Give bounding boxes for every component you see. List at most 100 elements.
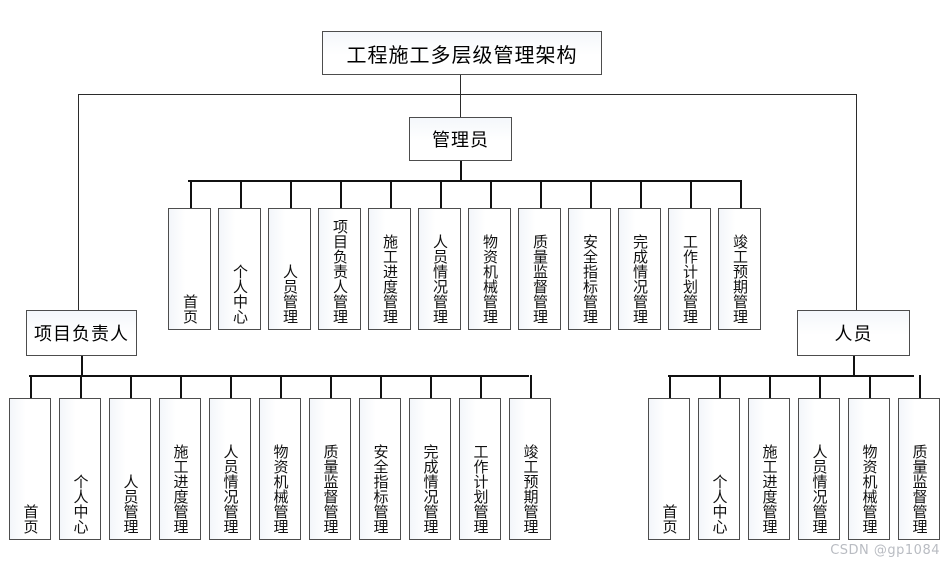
leader-child-node[interactable]: 工作计划管理 [459,398,501,540]
leader-child-node-label: 个人中心 [71,474,90,534]
leader-child-node-inner: 物资机械管理 [260,399,300,539]
connector-level2-bus [78,94,857,95]
admin-child-node-label: 完成情况管理 [631,234,649,324]
leader-child-node-inner: 施工进度管理 [160,399,200,539]
node-root-label: 工程施工多层级管理架构 [346,42,578,67]
node-staff[interactable]: 人员 [797,310,910,356]
admin-child-node[interactable]: 施工进度管理 [368,208,411,330]
leader-child-node-inner: 人员情况管理 [210,399,250,539]
admin-child-node-inner: 质量监督管理 [519,209,560,329]
leader-child-node-inner: 人员管理 [110,399,150,539]
connector-drop [869,375,871,398]
connector-bus-to-admin [460,94,461,118]
connector-drop [530,375,532,398]
admin-child-node-label: 人员情况管理 [431,234,449,324]
connector-drop [30,375,32,398]
admin-child-node-inner: 物资机械管理 [469,209,510,329]
staff-child-node-inner: 首页 [649,399,689,539]
node-project-leader-label: 项目负责人 [34,324,129,345]
staff-child-node-inner: 个人中心 [699,399,739,539]
admin-child-node-label: 竣工预期管理 [731,234,749,324]
admin-child-node-label: 首页 [181,294,199,324]
node-staff-label: 人员 [834,324,873,345]
leader-child-node[interactable]: 物资机械管理 [259,398,301,540]
admin-child-node[interactable]: 完成情况管理 [618,208,661,330]
admin-child-node-inner: 工作计划管理 [669,209,710,329]
staff-child-node-inner: 物资机械管理 [849,399,889,539]
staff-child-node-inner: 质量监督管理 [899,399,939,539]
staff-child-node[interactable]: 人员情况管理 [798,398,840,540]
node-admin-label: 管理员 [432,130,489,151]
leader-child-node-inner: 竣工预期管理 [510,399,550,539]
admin-child-node[interactable]: 安全指标管理 [568,208,611,330]
node-project-leader[interactable]: 项目负责人 [26,310,137,356]
leader-child-node[interactable]: 首页 [9,398,51,540]
staff-child-node-label: 首页 [660,504,679,534]
connector-bus-to-staff [856,94,857,311]
leader-child-node-label: 竣工预期管理 [521,444,540,534]
leader-child-node-inner: 安全指标管理 [360,399,400,539]
leader-child-node[interactable]: 人员管理 [109,398,151,540]
admin-child-node-label: 安全指标管理 [581,234,599,324]
connector-drop [740,180,742,208]
leader-child-node-inner: 个人中心 [60,399,100,539]
leader-child-node-inner: 首页 [10,399,50,539]
leader-child-node[interactable]: 施工进度管理 [159,398,201,540]
connector-staff-children-bus [668,375,914,377]
admin-child-node[interactable]: 首页 [168,208,211,330]
staff-child-node[interactable]: 物资机械管理 [848,398,890,540]
staff-child-node[interactable]: 质量监督管理 [898,398,940,540]
admin-child-node-label: 物资机械管理 [481,234,499,324]
leader-child-node-label: 首页 [21,504,40,534]
admin-child-node[interactable]: 项目负责人管理 [318,208,361,330]
leader-child-node-label: 人员情况管理 [221,444,240,534]
staff-child-node-label: 施工进度管理 [760,444,779,534]
leader-child-node[interactable]: 安全指标管理 [359,398,401,540]
admin-child-node[interactable]: 物资机械管理 [468,208,511,330]
admin-child-node-label: 个人中心 [231,264,249,324]
leader-child-node-inner: 完成情况管理 [410,399,450,539]
admin-child-node[interactable]: 人员管理 [268,208,311,330]
connector-leader-children-bus [29,375,529,377]
connector-drop [290,180,292,208]
staff-child-node[interactable]: 个人中心 [698,398,740,540]
leader-child-node-label: 施工进度管理 [171,444,190,534]
leader-child-node[interactable]: 人员情况管理 [209,398,251,540]
connector-drop [190,180,192,208]
staff-child-node-label: 个人中心 [710,474,729,534]
admin-child-node[interactable]: 质量监督管理 [518,208,561,330]
admin-child-node-inner: 竣工预期管理 [719,209,760,329]
connector-drop [480,375,482,398]
leader-child-node[interactable]: 个人中心 [59,398,101,540]
admin-child-node-label: 项目负责人管理 [331,219,349,324]
connector-drop [280,375,282,398]
leader-child-node[interactable]: 完成情况管理 [409,398,451,540]
staff-child-node-inner: 施工进度管理 [749,399,789,539]
admin-child-node[interactable]: 竣工预期管理 [718,208,761,330]
admin-child-node-inner: 项目负责人管理 [319,209,360,329]
node-admin[interactable]: 管理员 [409,117,512,161]
staff-child-node-label: 人员情况管理 [810,444,829,534]
admin-child-node-inner: 施工进度管理 [369,209,410,329]
connector-drop [590,180,592,208]
connector-drop [690,180,692,208]
connector-drop [819,375,821,398]
leader-child-node[interactable]: 质量监督管理 [309,398,351,540]
connector-drop [640,180,642,208]
connector-drop [769,375,771,398]
node-root[interactable]: 工程施工多层级管理架构 [322,31,602,75]
staff-child-node[interactable]: 首页 [648,398,690,540]
admin-child-node[interactable]: 个人中心 [218,208,261,330]
leader-child-node-inner: 工作计划管理 [460,399,500,539]
staff-child-node[interactable]: 施工进度管理 [748,398,790,540]
admin-child-node-inner: 个人中心 [219,209,260,329]
staff-child-node-label: 质量监督管理 [910,444,929,534]
admin-child-node[interactable]: 工作计划管理 [668,208,711,330]
admin-child-node[interactable]: 人员情况管理 [418,208,461,330]
connector-drop [440,180,442,208]
connector-root-down [460,75,461,95]
watermark: CSDN @gp1084 [830,543,940,558]
leader-child-node[interactable]: 竣工预期管理 [509,398,551,540]
connector-drop [330,375,332,398]
